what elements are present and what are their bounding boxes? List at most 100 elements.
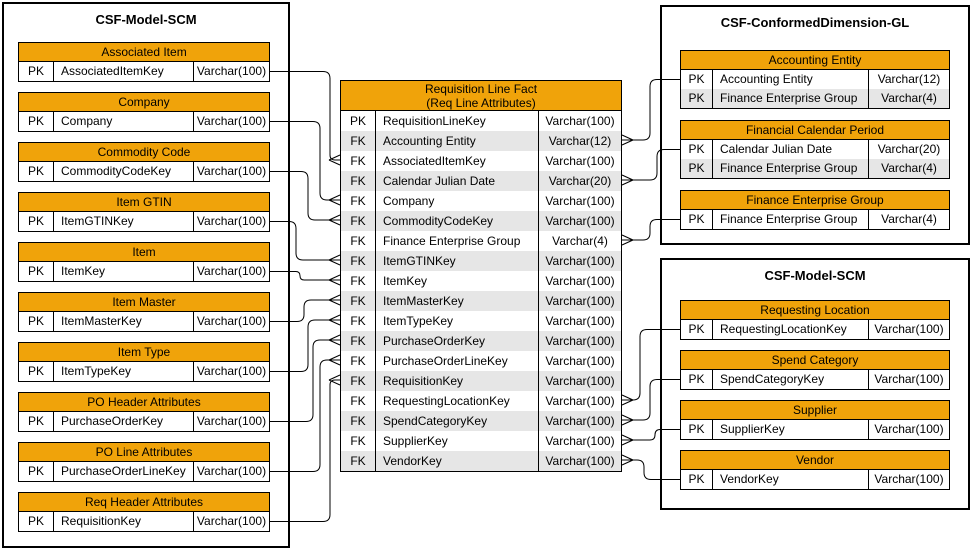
pk-cell: PK — [681, 210, 713, 229]
type-cell: Varchar(4) — [881, 212, 937, 226]
field-cell: CommodityCodeKey — [54, 162, 194, 181]
crowfoot-many-icon — [328, 294, 341, 306]
field-cell: ItemGTINKey — [54, 212, 194, 231]
type-cell: Varchar(100) — [545, 334, 615, 348]
connector-commodity-code-to-commoditycodekey — [270, 171, 340, 221]
pk-cell: PK — [681, 70, 713, 89]
table-header: Item — [19, 243, 269, 262]
type-cell: Varchar(100) — [545, 274, 615, 288]
type-cell: Varchar(100) — [196, 214, 267, 228]
crowfoot-many-icon — [328, 214, 341, 226]
type-cell: Varchar(100) — [545, 194, 615, 208]
connector-financial-calendar-period-to-calendar-julian-date — [622, 149, 680, 181]
crowfoot-many-icon — [621, 134, 634, 146]
table-header: PO Line Attributes — [19, 443, 269, 462]
type-cell: Varchar(100) — [196, 314, 267, 328]
pk-cell: PK — [681, 89, 713, 108]
pk-fk-cell: FK — [341, 411, 376, 431]
pk-cell: PK — [19, 412, 54, 431]
pk-cell: PK — [19, 212, 54, 231]
type-cell: Varchar(100) — [545, 294, 615, 308]
connector-po-header-attributes-to-purchaseorderkey — [270, 339, 340, 422]
crowfoot-many-icon — [328, 154, 341, 166]
crowfoot-many-icon — [328, 314, 341, 326]
connector-item-master-to-itemmasterkey — [270, 299, 340, 322]
field-cell: ItemTypeKey — [376, 311, 539, 331]
pk-cell: PK — [19, 162, 54, 181]
fact-table-header: Requisition Line Fact(Req Line Attribute… — [341, 81, 621, 111]
crowfoot-many-icon — [328, 374, 341, 386]
group-title: CSF-Model-SCM — [95, 12, 197, 27]
type-cell: Varchar(100) — [874, 372, 944, 386]
pk-cell: PK — [19, 112, 54, 131]
field-cell: ItemMasterKey — [376, 291, 539, 311]
pk-cell: PK — [19, 62, 54, 81]
pk-cell: PK — [19, 312, 54, 331]
field-cell: Accounting Entity — [713, 70, 869, 89]
connector-po-line-attributes-to-purchaseorderlinekey — [270, 359, 340, 472]
field-cell: Company — [54, 112, 194, 131]
field-cell: ItemKey — [376, 271, 539, 291]
field-cell: AssociatedItemKey — [376, 151, 539, 171]
table-header: Accounting Entity — [681, 51, 949, 70]
field-cell: RequestingLocationKey — [376, 391, 539, 411]
type-cell: Varchar(100) — [545, 374, 615, 388]
pk-cell: PK — [19, 512, 54, 531]
field-cell: PurchaseOrderKey — [376, 331, 539, 351]
field-cell: Finance Enterprise Group — [713, 89, 869, 108]
pk-fk-cell: FK — [341, 131, 376, 151]
field-cell: AssociatedItemKey — [54, 62, 194, 81]
type-cell: Varchar(100) — [196, 264, 267, 278]
crowfoot-many-icon — [621, 234, 634, 246]
group-title: CSF-ConformedDimension-GL — [720, 15, 910, 30]
field-cell: CommodityCodeKey — [376, 211, 539, 231]
pk-cell: PK — [681, 320, 713, 339]
pk-fk-cell: FK — [341, 231, 376, 251]
table-header: Vendor — [681, 451, 949, 470]
connector-company-to-company — [270, 121, 340, 201]
connector-supplier-to-supplierkey — [622, 429, 680, 441]
pk-cell: PK — [681, 159, 713, 178]
field-cell: PurchaseOrderLineKey — [54, 462, 194, 481]
field-cell: ItemTypeKey — [54, 362, 194, 381]
pk-fk-cell: FK — [341, 251, 376, 271]
pk-cell: PK — [19, 262, 54, 281]
pk-cell: PK — [681, 470, 713, 489]
pk-fk-cell: FK — [341, 151, 376, 171]
table-header: Commodity Code — [19, 143, 269, 162]
field-cell: RequisitionKey — [376, 371, 539, 391]
field-cell: Finance Enterprise Group — [376, 231, 539, 251]
pk-fk-cell: FK — [341, 451, 376, 471]
fact-table-title-line1: Requisition Line Fact — [424, 82, 538, 96]
type-cell: Varchar(100) — [196, 414, 267, 428]
table-header: Item Master — [19, 293, 269, 312]
type-cell: Varchar(100) — [545, 114, 615, 128]
table-header: Item Type — [19, 343, 269, 362]
